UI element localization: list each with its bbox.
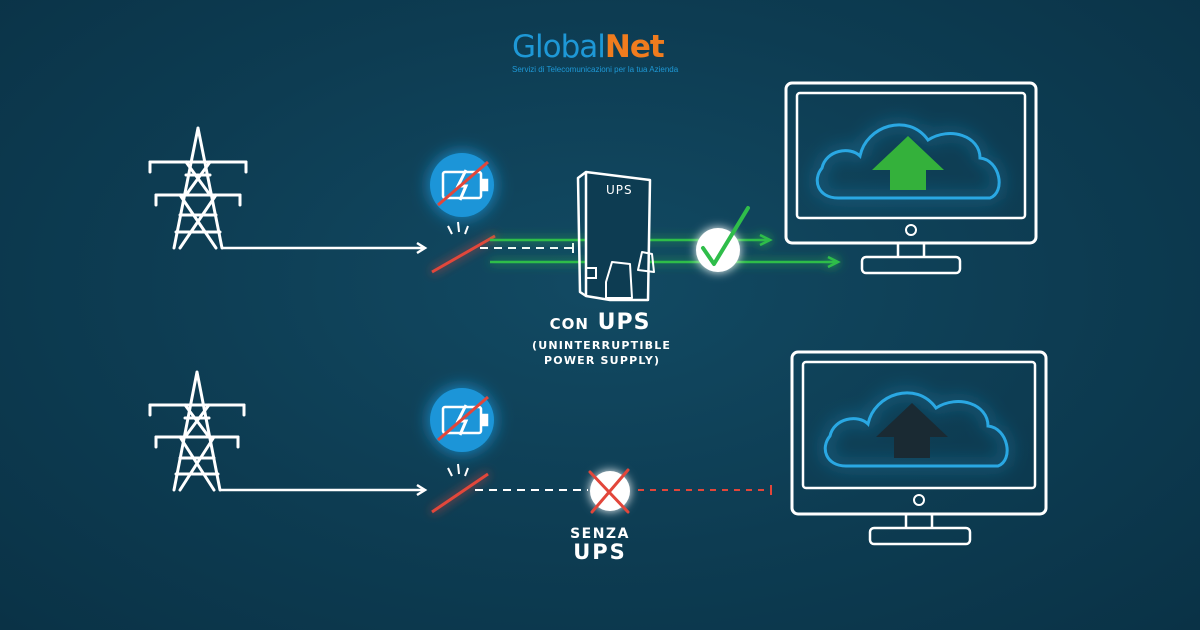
cloud-icon-bottom <box>823 391 1009 468</box>
upload-arrow-icon-bottom <box>876 403 948 458</box>
label-with-ups-prefix: CON <box>549 315 589 333</box>
brand-logo: GlobalNet Servizi di Telecomunicazioni p… <box>512 30 712 74</box>
ups-definition-line1: (UNINTERRUPTIBLE <box>532 339 672 352</box>
ups-device-tag: UPS <box>606 183 633 197</box>
power-cut-spark-bottom <box>447 463 469 477</box>
ups-definition-line2: POWER SUPPLY) <box>544 354 661 367</box>
power-cut-spark-top <box>447 221 469 235</box>
battery-icon-top <box>441 169 489 201</box>
pylon-icon-top <box>148 126 248 250</box>
brand-tagline: Servizi di Telecomunicazioni per la tua … <box>512 65 679 74</box>
brand-name-part2: Net <box>604 29 665 65</box>
battery-slash-top <box>437 160 489 207</box>
power-cut-line-bottom <box>431 472 489 514</box>
power-cut-line-top <box>431 234 496 274</box>
power-line-top <box>222 241 428 255</box>
label-without-ups-line2: UPS <box>573 540 627 564</box>
cross-icon <box>588 468 630 514</box>
label-with-ups: CON UPS <box>540 310 660 335</box>
pylon-icon-bottom <box>148 370 246 492</box>
power-line-bottom <box>220 483 428 497</box>
ups-device-icon: UPS <box>576 170 655 302</box>
brand-name-part1: Global <box>512 29 606 65</box>
label-without-ups-line1: SENZA <box>570 526 630 542</box>
battery-slash-bottom <box>437 395 489 442</box>
cloud-icon-top <box>815 123 1001 200</box>
check-icon <box>696 206 750 272</box>
upload-arrow-icon-top <box>872 136 944 190</box>
brand-wordmark: GlobalNet <box>512 30 712 64</box>
ups-definition: (UNINTERRUPTIBLE POWER SUPPLY) <box>520 338 692 368</box>
label-with-ups-main: UPS <box>597 310 651 335</box>
monitor-icon-top <box>784 81 1038 275</box>
label-without-ups: SENZA UPS <box>550 525 650 564</box>
monitor-icon-bottom <box>790 350 1048 546</box>
